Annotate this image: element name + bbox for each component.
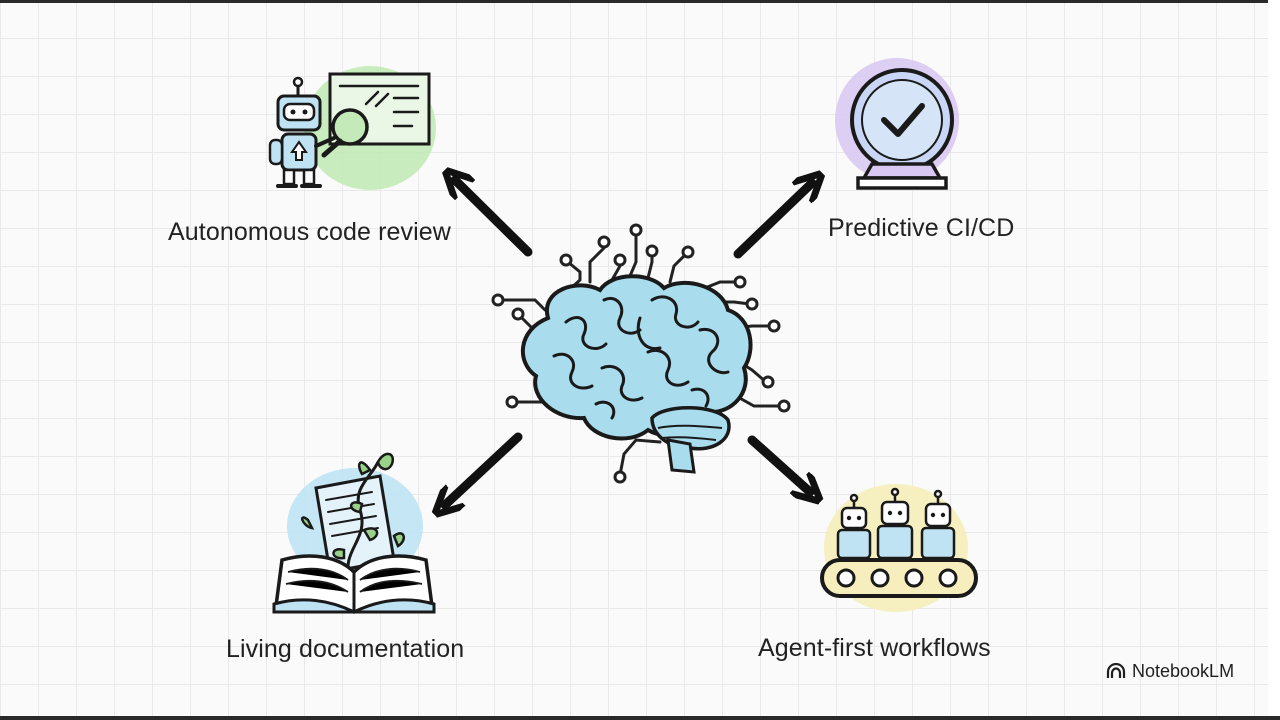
arrow-to-agent-workflows: [747, 435, 810, 492]
frame-bottom-edge: [0, 716, 1280, 720]
arrows: [445, 180, 812, 505]
notebooklm-logo-text: NotebookLM: [1132, 660, 1235, 681]
robots-on-conveyor-icon: [820, 484, 978, 612]
brain-circuit-icon: [491, 223, 791, 484]
robot-code-review-icon: [268, 66, 436, 190]
label-living-documentation: Living documentation: [226, 635, 465, 663]
notebooklm-branding: NotebookLM: [1106, 658, 1234, 684]
label-autonomous-code-review: Autonomous code review: [168, 218, 451, 246]
label-agent-first-workflows: Agent-first workflows: [758, 634, 991, 662]
arrow-to-living-docs: [445, 432, 523, 505]
notebooklm-logo-icon: [1106, 663, 1126, 678]
book-with-plant-icon: [272, 452, 436, 614]
frame-top-edge: [0, 0, 1280, 3]
frame-right-edge: [1268, 0, 1280, 720]
arrow-to-predictive-cicd: [733, 183, 812, 259]
crystal-ball-check-icon: [835, 58, 959, 190]
label-predictive-cicd: Predictive CI/CD: [828, 214, 1015, 242]
arrow-to-code-review: [455, 180, 533, 257]
